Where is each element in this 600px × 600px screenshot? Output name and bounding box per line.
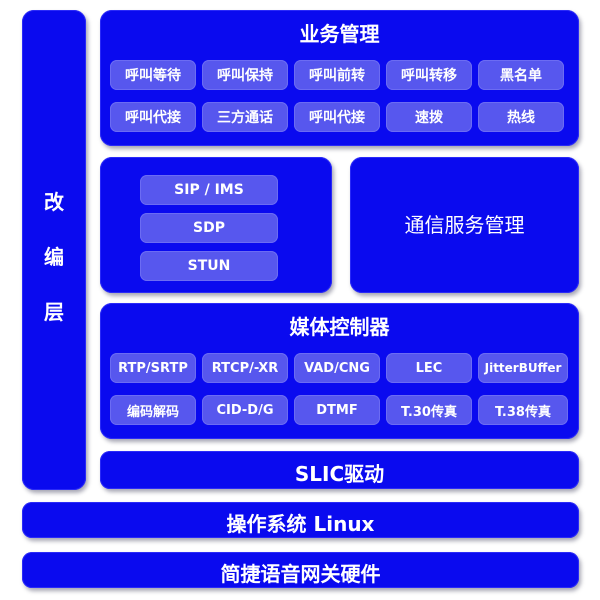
media-item: DTMF — [294, 395, 380, 425]
business-item: 呼叫代接 — [294, 102, 380, 132]
comm-service-block: 通信服务管理 — [350, 157, 579, 293]
side-layer-label: 改 编 层 — [22, 186, 86, 325]
media-item: LEC — [386, 353, 472, 383]
business-item: 呼叫代接 — [110, 102, 196, 132]
comm-service-title: 通信服务管理 — [404, 213, 525, 237]
business-block: 业务管理 呼叫等待 呼叫保持 呼叫前转 呼叫转移 黑名单 呼叫代接 三方通话 呼… — [100, 10, 579, 146]
os-layer-title: 操作系统 Linux — [226, 512, 375, 536]
media-item: RTP/SRTP — [110, 353, 196, 383]
protocol-item-sdp: SDP — [140, 213, 278, 243]
media-item: T.30传真 — [386, 395, 472, 425]
media-controller-block: 媒体控制器 RTP/SRTP RTCP/-XR VAD/CNG LEC Jitt… — [100, 303, 579, 439]
protocol-block: SIP / IMS SDP STUN — [100, 157, 332, 293]
business-item: 热线 — [478, 102, 564, 132]
media-item: CID-D/G — [202, 395, 288, 425]
media-controller-title: 媒体控制器 — [289, 315, 390, 339]
protocol-item-sip: SIP / IMS — [140, 175, 278, 205]
business-item: 呼叫等待 — [110, 60, 196, 90]
business-item: 速拨 — [386, 102, 472, 132]
side-char-3: 层 — [44, 300, 64, 324]
media-item: JitterBUffer — [478, 353, 568, 383]
slic-driver-title: SLIC驱动 — [294, 462, 385, 486]
business-item: 三方通话 — [202, 102, 288, 132]
business-item: 呼叫转移 — [386, 60, 472, 90]
media-item: T.38传真 — [478, 395, 568, 425]
slic-driver-block: SLIC驱动 — [100, 451, 579, 489]
business-item: 黑名单 — [478, 60, 564, 90]
side-char-1: 改 — [44, 190, 64, 214]
business-item: 呼叫保持 — [202, 60, 288, 90]
hardware-layer-block: 简捷语音网关硬件 — [22, 552, 579, 588]
media-item: 编码解码 — [110, 395, 196, 425]
side-char-2: 编 — [44, 245, 64, 269]
media-item: RTCP/-XR — [202, 353, 288, 383]
business-item: 呼叫前转 — [294, 60, 380, 90]
hardware-layer-title: 简捷语音网关硬件 — [220, 562, 381, 586]
os-layer-block: 操作系统 Linux — [22, 502, 579, 538]
side-layer-block: 改 编 层 — [22, 10, 86, 490]
protocol-item-stun: STUN — [140, 251, 278, 281]
media-item: VAD/CNG — [294, 353, 380, 383]
business-title: 业务管理 — [299, 22, 380, 46]
